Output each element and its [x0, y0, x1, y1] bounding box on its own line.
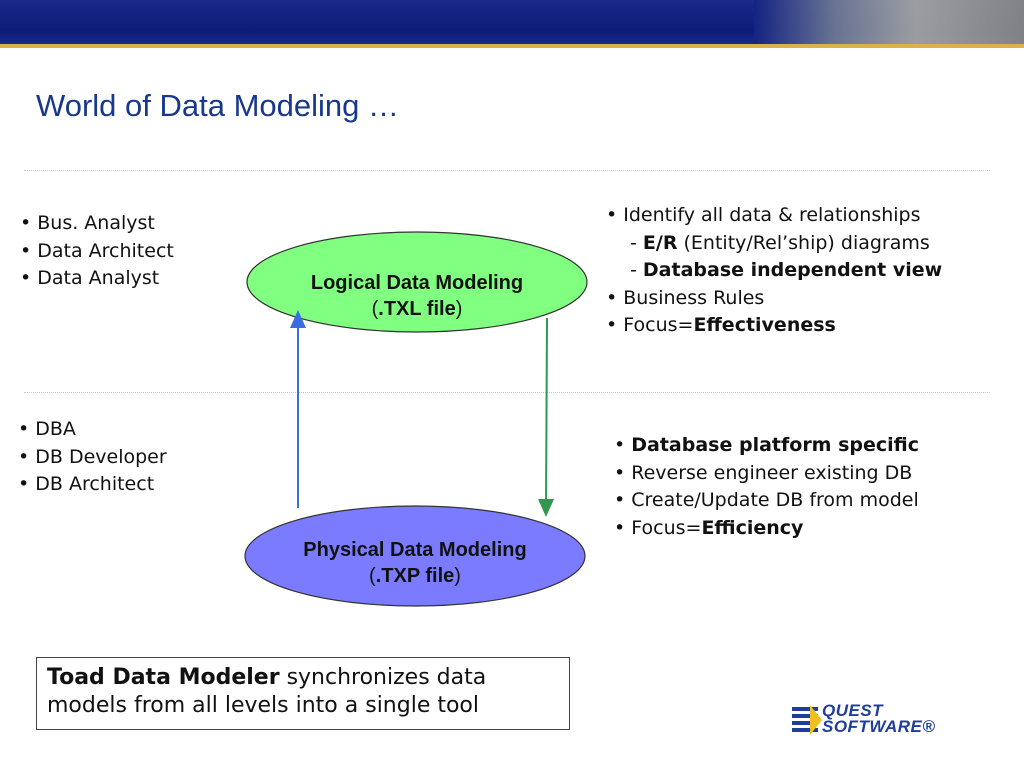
list-item: • Focus=Effectiveness: [606, 314, 836, 336]
list-item: • Bus. Analyst: [20, 212, 155, 234]
list-item: - E/R (Entity/Rel’ship) diagrams: [630, 231, 930, 254]
physical-features-list: • Database platform specific • Reverse e…: [614, 432, 919, 542]
logical-node: [246, 231, 588, 333]
top-divider: [24, 170, 990, 171]
list-item: • Data Architect: [20, 239, 174, 262]
list-item: • DBA: [18, 418, 76, 440]
quest-logo-icon: [792, 705, 822, 735]
list-item: • Create/Update DB from model: [614, 489, 919, 511]
middle-divider: [24, 392, 990, 393]
list-item: • Identify all data & relationships: [606, 204, 921, 226]
list-item: • DB Developer: [18, 445, 167, 468]
callout-box: Toad Data Modeler synchronizes data mode…: [36, 657, 570, 730]
quest-software-logo: QUEST SOFTWARE®: [792, 701, 962, 737]
physical-node: [244, 505, 586, 607]
list-item: • Database platform specific: [614, 434, 920, 456]
logo-line-2: SOFTWARE®: [822, 717, 936, 736]
banner-rule: [0, 44, 1024, 48]
list-item: • Focus=Efficiency: [614, 516, 804, 539]
slide-title: World of Data Modeling …: [36, 88, 399, 123]
logical-features-list: • Identify all data & relationships - E/…: [606, 202, 942, 340]
logical-node-label: Logical Data Modeling (.TXL file): [310, 272, 524, 320]
list-item: • DB Architect: [18, 473, 155, 495]
logo-line-1: QUEST: [822, 701, 884, 720]
list-item: - Database independent view: [630, 259, 943, 281]
list-item: • Data Analyst: [20, 267, 160, 289]
list-item: • Business Rules: [606, 286, 765, 309]
list-item: • Reverse engineer existing DB: [614, 461, 913, 484]
physical-roles-list: • DBA • DB Developer • DB Architect: [18, 416, 167, 499]
physical-node-label: Physical Data Modeling (.TXP file): [303, 539, 527, 587]
down-arrow: [538, 317, 555, 517]
banner-photo: [754, 0, 1024, 44]
logical-roles-list: • Bus. Analyst • Data Architect • Data A…: [20, 210, 174, 293]
